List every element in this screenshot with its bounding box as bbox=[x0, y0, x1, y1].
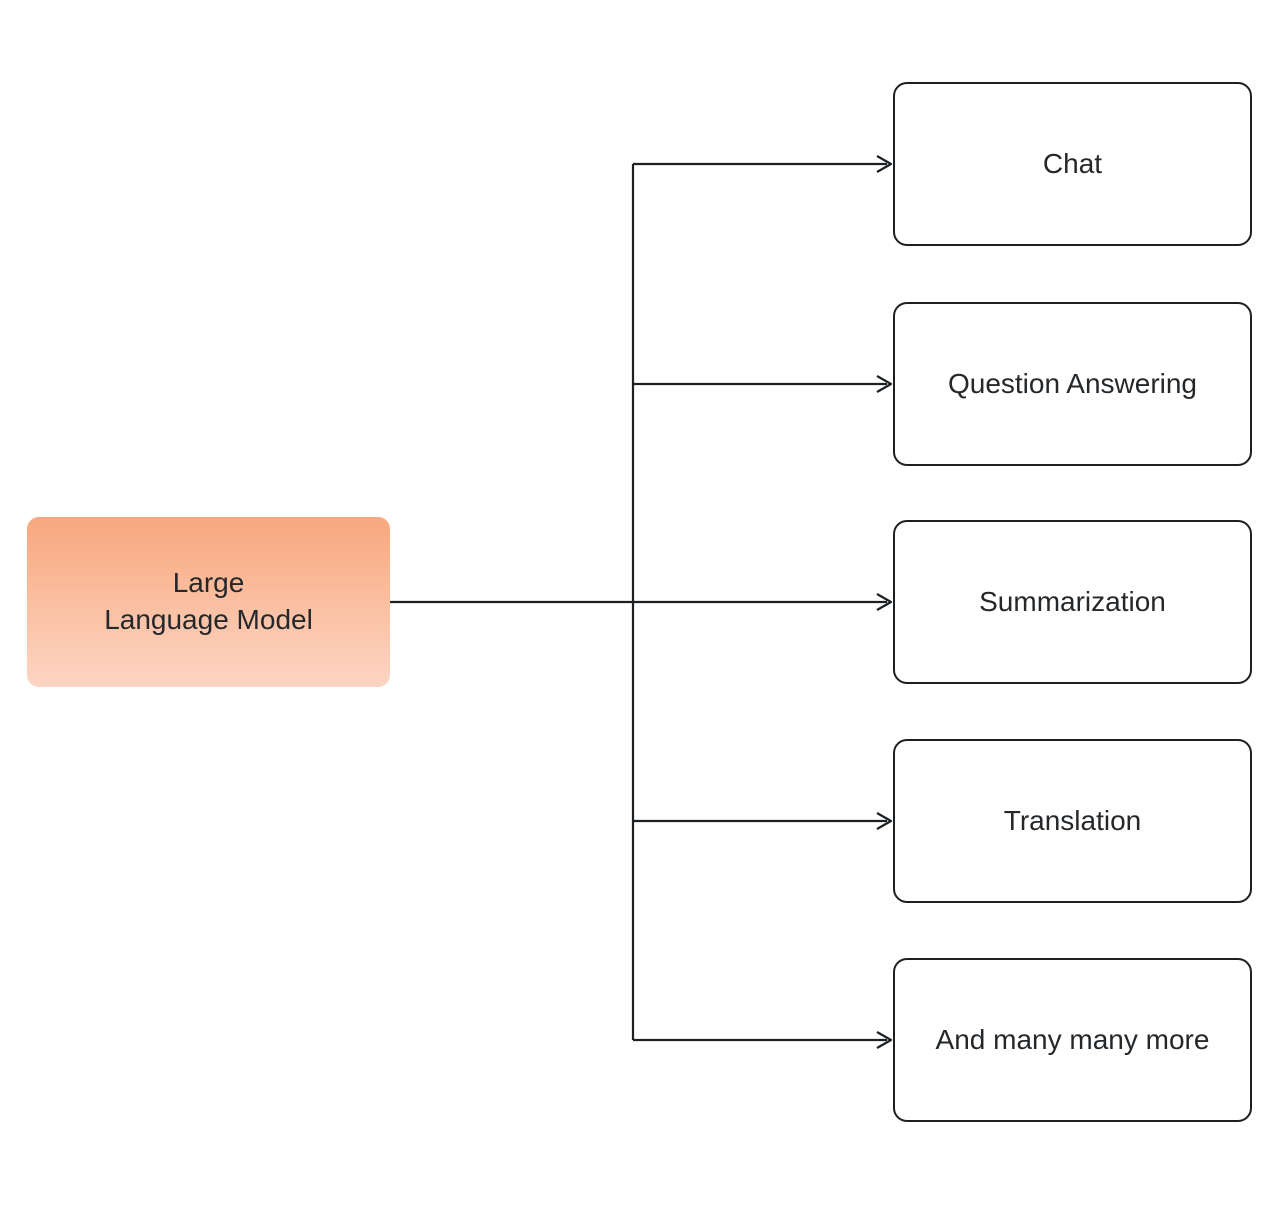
arrowhead-translation bbox=[876, 812, 893, 830]
arrowhead-chat bbox=[876, 155, 893, 173]
node-label-translation: Translation bbox=[1003, 804, 1142, 836]
arrowhead-many-more bbox=[876, 1031, 893, 1049]
node-label-chat: Chat bbox=[1042, 147, 1103, 179]
node-label-large-language-model: Large Language Model bbox=[104, 567, 313, 635]
node-label-question-answering: Question Answering bbox=[947, 367, 1198, 399]
node-chat: Chat bbox=[893, 82, 1252, 246]
node-summarization: Summarization bbox=[893, 520, 1252, 684]
arrowhead-summarization bbox=[876, 593, 893, 611]
node-and-many-more: And many many more bbox=[893, 958, 1252, 1122]
arrowhead-question-answering bbox=[876, 375, 893, 393]
node-translation: Translation bbox=[893, 739, 1252, 903]
node-label-and-many-more: And many many more bbox=[935, 1023, 1210, 1055]
node-label-summarization: Summarization bbox=[979, 585, 1166, 617]
node-question-answering: Question Answering bbox=[893, 302, 1252, 466]
node-large-language-model: Large Language Model bbox=[27, 517, 390, 687]
